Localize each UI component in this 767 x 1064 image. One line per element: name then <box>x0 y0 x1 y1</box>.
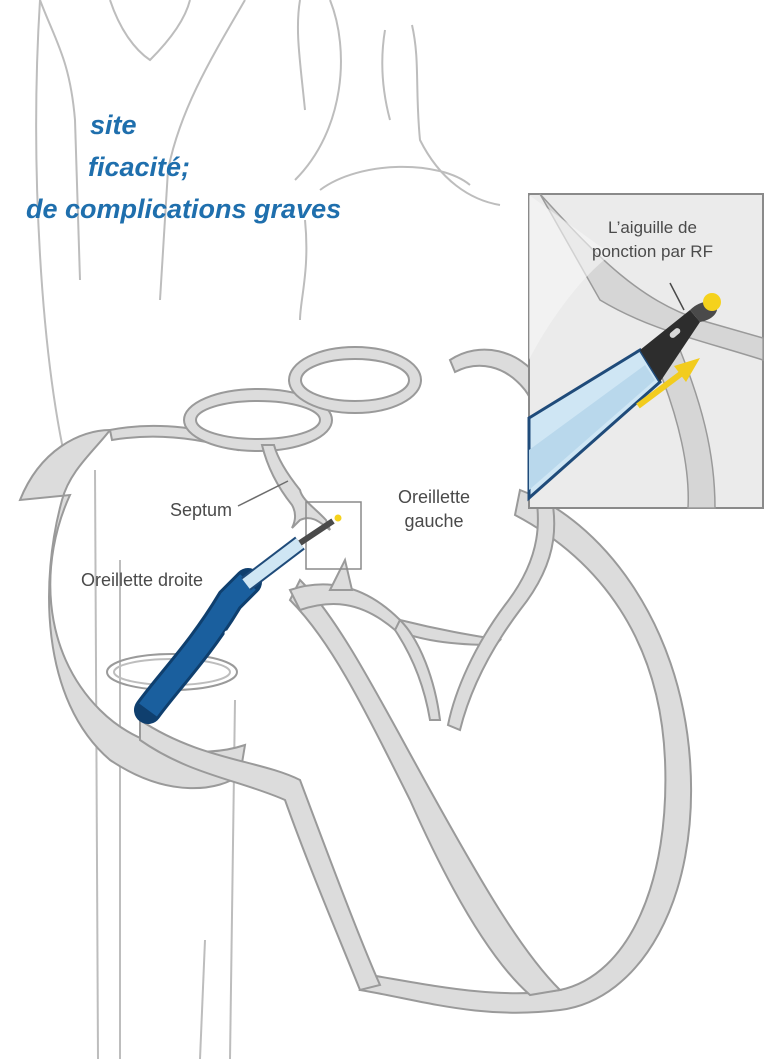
left-atrium-label: Oreillette gauche <box>398 485 470 533</box>
right-atrium-label: Oreillette droite <box>81 568 203 592</box>
septum-label: Septum <box>170 498 232 522</box>
left-atrium-label-line-1: Oreillette <box>398 485 470 509</box>
headline-line-2: ficacité; <box>0 146 341 188</box>
septum-leader-line <box>238 481 288 506</box>
left-atrium-label-line-2: gauche <box>398 509 470 533</box>
interatrial-septum <box>262 445 330 530</box>
headline: site ficacité; de complications graves <box>0 104 341 230</box>
needle-label-line-2: ponction par RF <box>592 240 713 264</box>
headline-line-3: de complications graves <box>0 188 341 230</box>
needle-label: L’aiguille de ponction par RF <box>592 216 713 264</box>
headline-line-1: site <box>0 104 341 146</box>
needle-label-line-1: L’aiguille de <box>592 216 713 240</box>
valve-rings <box>107 347 421 690</box>
